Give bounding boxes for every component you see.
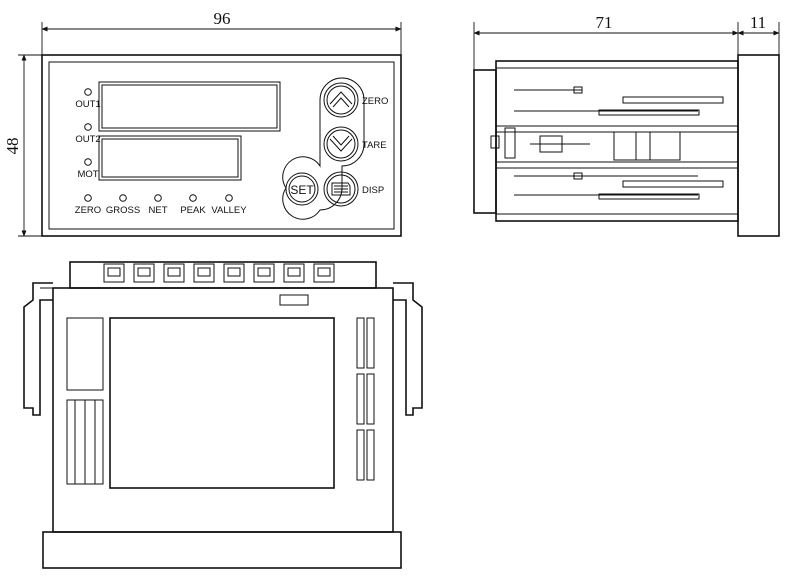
- rear-terminal-block: [473, 69, 497, 214]
- valley-led-icon: [225, 194, 233, 202]
- display-switch-icon: [331, 182, 351, 196]
- side-flange: [737, 54, 780, 237]
- dimension-height-label: 48: [3, 138, 22, 155]
- valley-indicator-label: VALLEY: [211, 205, 247, 216]
- front-view: 96 48 OUT1 OUT2 MOT ZERO GROSS NET PEAK …: [3, 9, 402, 237]
- net-indicator-label: NET: [149, 205, 168, 216]
- zero-key-label: ZERO: [362, 96, 388, 107]
- top-tab: [279, 294, 309, 306]
- tare-key-label: TARE: [362, 140, 387, 151]
- left-vent-slots: [66, 399, 104, 485]
- side-housing: [495, 60, 739, 222]
- out1-led-icon: [84, 88, 92, 96]
- top-housing: [52, 287, 394, 533]
- lower-display: [101, 138, 239, 178]
- terminal-screws: [103, 263, 335, 283]
- front-bezel-inner: [48, 61, 395, 230]
- zero-indicator-label: ZERO: [75, 205, 101, 216]
- lower-display-window: [98, 135, 242, 181]
- up-arrow-icon: [329, 91, 353, 108]
- out2-label: OUT2: [75, 134, 100, 145]
- upper-display-window: [98, 81, 281, 132]
- right-mounting-clip: [393, 282, 423, 416]
- peak-indicator-label: PEAK: [180, 205, 206, 216]
- out2-led-icon: [84, 123, 92, 131]
- dimension-width-label: 96: [214, 9, 231, 28]
- disp-key[interactable]: [323, 171, 359, 207]
- mot-label: MOT: [77, 169, 98, 180]
- peak-led-icon: [189, 194, 197, 202]
- gross-indicator-label: GROSS: [106, 205, 140, 216]
- zero-led-icon: [84, 194, 92, 202]
- top-small-window: [66, 317, 104, 391]
- net-led-icon: [154, 194, 162, 202]
- tare-key[interactable]: [323, 126, 359, 162]
- dimension-flange-label: 11: [750, 13, 766, 32]
- left-mounting-clip: [23, 282, 53, 416]
- set-key-label: SET: [290, 183, 314, 197]
- disp-key-label: DISP: [362, 185, 384, 196]
- front-bezel-outer: [41, 54, 402, 237]
- zero-key[interactable]: [323, 82, 359, 118]
- top-front-bezel: [42, 531, 402, 569]
- side-view: 71 11: [473, 13, 780, 237]
- keypad-outline: [282, 77, 365, 220]
- top-label-window: [109, 317, 335, 489]
- gross-led-icon: [119, 194, 127, 202]
- upper-display: [101, 84, 278, 129]
- dimension-depth-label: 71: [596, 13, 613, 32]
- set-key[interactable]: [285, 172, 319, 206]
- down-arrow-icon: [329, 135, 353, 152]
- right-vent-slots: [356, 317, 375, 481]
- top-view: [23, 261, 423, 569]
- out1-label: OUT1: [75, 99, 100, 110]
- side-relay: [613, 131, 681, 161]
- mot-led-icon: [84, 158, 92, 166]
